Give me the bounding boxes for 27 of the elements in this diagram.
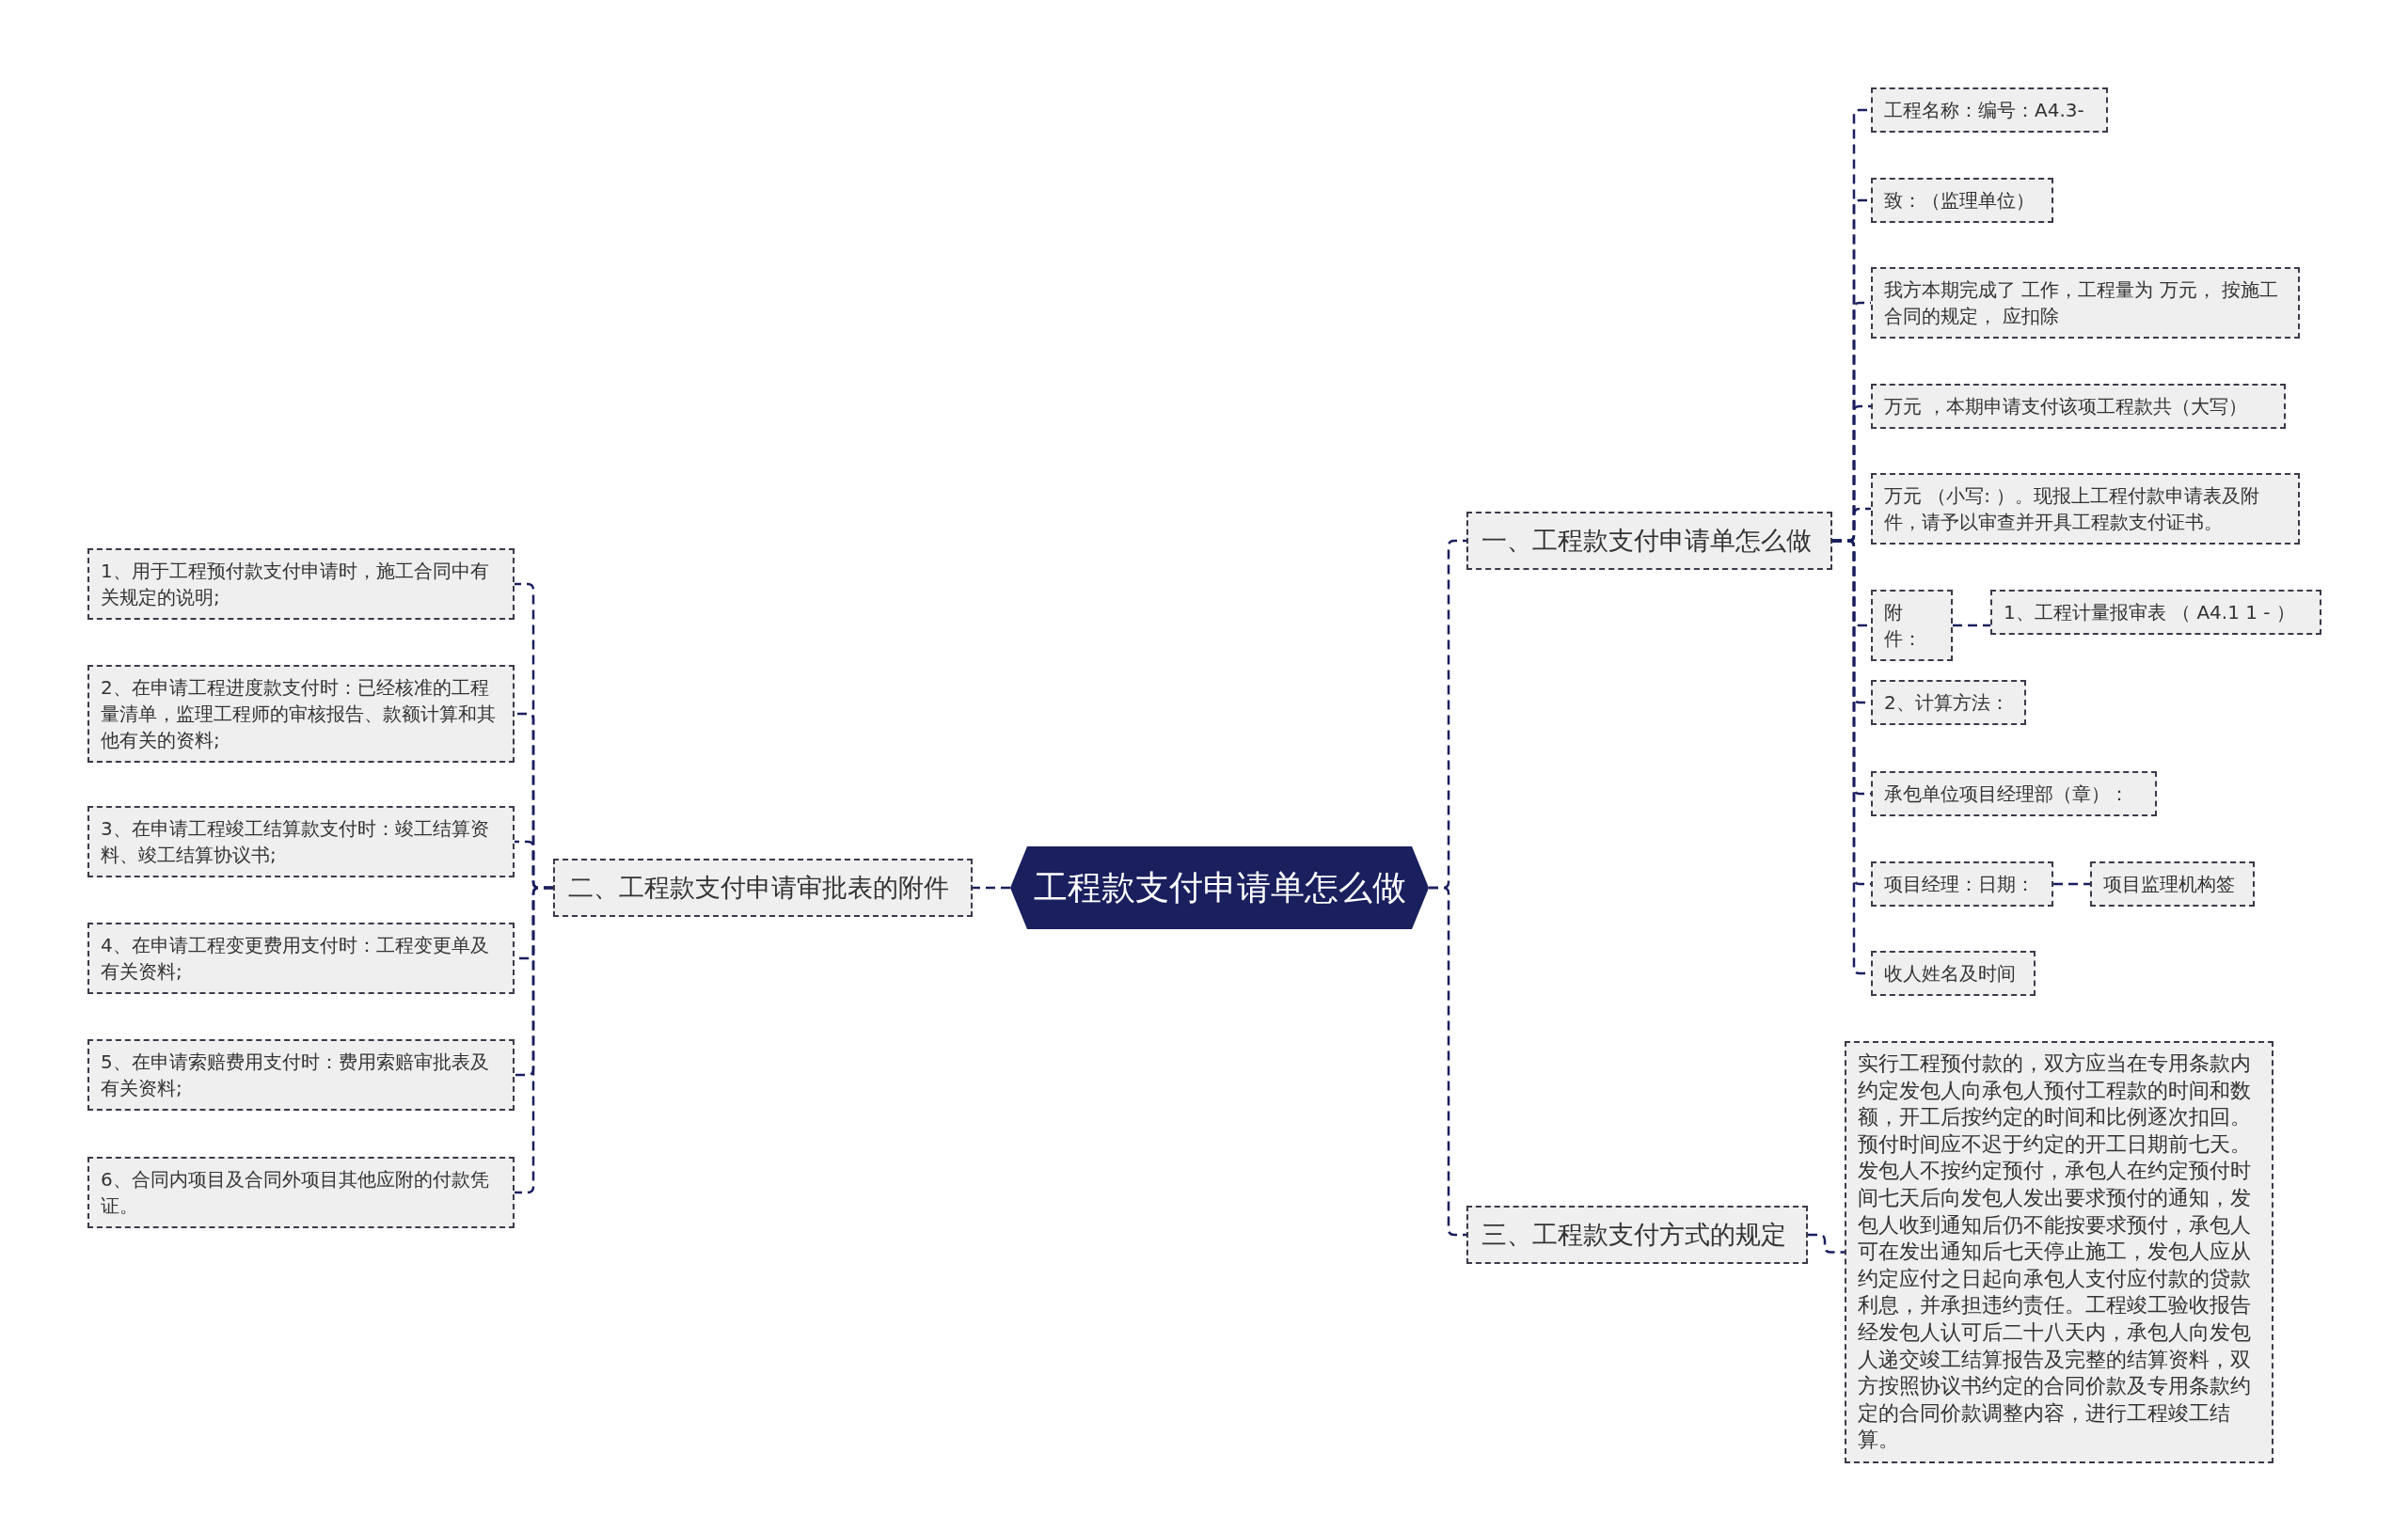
- connector-line: [1953, 624, 1990, 627]
- item-box: 2、在申请工程进度款支付时：已经核准的工程量清单，监理工程师的审核报告、款额计算和其他有关的资料;: [87, 665, 515, 763]
- item-box: 6、合同内项目及合同外项目其他应附的付款凭证。: [87, 1157, 515, 1228]
- item-box: 承包单位项目经理部（章）：: [1871, 771, 2157, 816]
- item-box: 项目监理机构签: [2090, 861, 2255, 907]
- topic-box: 一、工程款支付申请单怎么做: [1466, 512, 1832, 570]
- item-box: 1、工程计量报审表 （ A4.1 1 - ）: [1990, 590, 2321, 635]
- item-box: 1、用于工程预付款支付申请时，施工合同中有关规定的说明;: [87, 548, 515, 620]
- topic-box: 二、工程款支付申请审批表的附件: [553, 859, 973, 917]
- central-topic: 工程款支付申请单怎么做: [1010, 846, 1429, 929]
- item-box: 4、在申请工程变更费用支付时：工程变更单及有关资料;: [87, 923, 515, 994]
- connector-line: [973, 886, 1010, 890]
- item-box: 致：（监理单位）: [1871, 178, 2053, 223]
- item-box: 工程名称：编号：A4.3-: [1871, 87, 2108, 133]
- connector-line: [2053, 882, 2090, 886]
- item-box: 万元 ，本期申请支付该项工程款共（大写）: [1871, 384, 2286, 429]
- item-box: 附件：: [1871, 590, 1953, 661]
- item-box: 2、计算方法：: [1871, 680, 2026, 725]
- item-box: 3、在申请工程竣工结算款支付时：竣工结算资料、竣工结算协议书;: [87, 806, 515, 877]
- item-box: 5、在申请索赔费用支付时：费用索赔审批表及有关资料;: [87, 1039, 515, 1111]
- item-box: 收人姓名及时间: [1871, 951, 2036, 996]
- topic-box: 三、工程款支付方式的规定: [1466, 1206, 1808, 1264]
- item-box: 项目经理：日期：: [1871, 861, 2053, 907]
- item-box: 我方本期完成了 工作，工程量为 万元， 按施工合同的规定， 应扣除: [1871, 267, 2300, 339]
- paragraph-box: 实行工程预付款的，双方应当在专用条款内约定发包人向承包人预付工程款的时间和数额，开工后按约定的时间和比例逐次扣回。预付时间应不迟于约定的开工日期前七天。发包人不按约定预付，承包人在约定预付时间七天后向发包人发出要求预付的通知，发包人收到通知后仍不能按要求预付，承包人可在发出通知后七天停止施工，发包人应从约定应付之日起向承包人支付应付款的贷款利息，并承担违约责任。工程竣工验收报告经发包人认可后二十八天内，承包人向发包人递交竣工结算报告及完整的结算资料，双方按照协议书约定的合同价款及专用条款约定的合同价款调整内容，进行工程竣工结算。: [1845, 1041, 2273, 1463]
- item-box: 万元 （小写: ）。现报上工程付款申请表及附件，请予以审查并开具工程款支付证书。: [1871, 473, 2300, 545]
- connector-line: [1808, 1233, 1845, 1254]
